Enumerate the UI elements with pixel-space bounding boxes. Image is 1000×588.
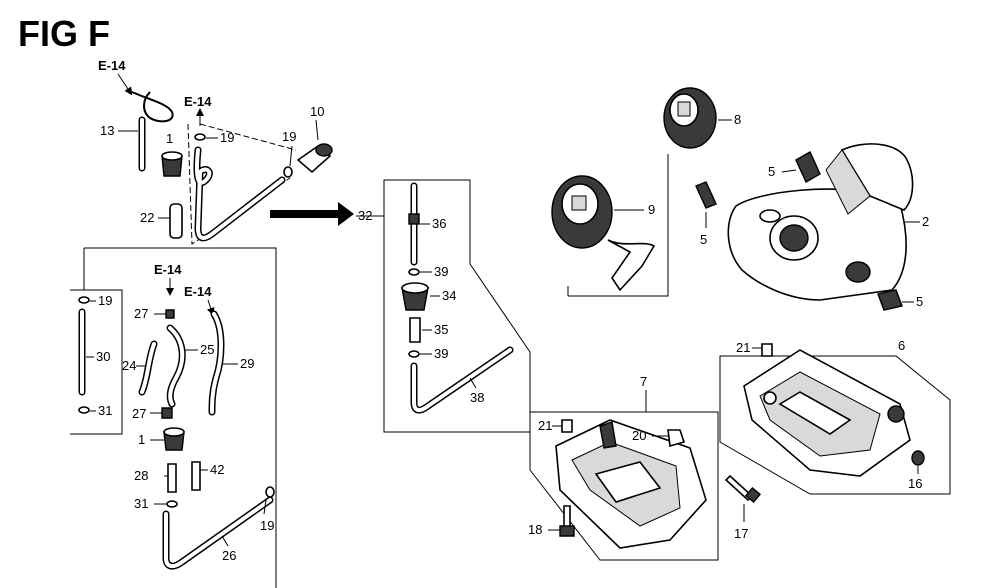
figure-title: FIG F	[18, 13, 110, 54]
callout-20: 20	[632, 428, 646, 443]
callout-8: 8	[734, 112, 741, 127]
callout-5-a: 5	[768, 164, 775, 179]
callout-6: 6	[898, 338, 905, 353]
ref-e14-d: E-14	[184, 284, 212, 299]
fuel-pickup-assembly: 32 36 39 34 35 39 38	[356, 179, 531, 433]
callout-36: 36	[432, 216, 446, 231]
base-plate-group: 7 21 20 17 18	[528, 374, 762, 561]
assembly-arrow	[270, 202, 354, 226]
callout-2: 2	[922, 214, 929, 229]
ref-e14-a: E-14	[98, 58, 126, 73]
callout-32: 32	[358, 208, 372, 223]
callout-28: 28	[134, 468, 148, 483]
fuel-line-group-top: E-14 E-14 13 1 22 19 19 10	[98, 58, 333, 245]
callout-9: 9	[648, 202, 655, 217]
callout-21-a: 21	[736, 340, 750, 355]
callout-30: 30	[96, 349, 110, 364]
fuel-tank-group: 2 5 5 5	[695, 143, 929, 311]
fuel-line-group-lower: 19 30 31 E-14 E-14 27 27 24 25 29	[70, 247, 277, 588]
callout-16: 16	[908, 476, 922, 491]
callout-34: 34	[442, 288, 456, 303]
callout-22: 22	[140, 210, 154, 225]
callout-5-b: 5	[700, 232, 707, 247]
callout-10: 10	[310, 104, 324, 119]
callout-29: 29	[240, 356, 254, 371]
callout-21-b: 21	[538, 418, 552, 433]
callout-38: 38	[470, 390, 484, 405]
fuel-cap-group: 8 9	[551, 87, 741, 297]
callout-42: 42	[210, 462, 224, 477]
callout-18: 18	[528, 522, 542, 537]
callout-24: 24	[122, 358, 136, 373]
callout-27-b: 27	[132, 406, 146, 421]
callout-31-b: 31	[134, 496, 148, 511]
callout-39-a: 39	[434, 264, 448, 279]
callout-39-b: 39	[434, 346, 448, 361]
callout-31-a: 31	[98, 403, 112, 418]
callout-27-a: 27	[134, 306, 148, 321]
callout-13: 13	[100, 123, 114, 138]
callout-35: 35	[434, 322, 448, 337]
callout-19-d: 19	[260, 518, 274, 533]
callout-17: 17	[734, 526, 748, 541]
ref-e14-c: E-14	[154, 262, 182, 277]
callout-19-c: 19	[98, 293, 112, 308]
callout-1-lower: 1	[138, 432, 145, 447]
callout-19-b: 19	[282, 129, 296, 144]
tank-bracket-group: 6 21 16	[719, 338, 951, 495]
callout-25: 25	[200, 342, 214, 357]
ref-e14-b: E-14	[184, 94, 212, 109]
callout-5-c: 5	[916, 294, 923, 309]
callout-19-a: 19	[220, 130, 234, 145]
callout-7: 7	[640, 374, 647, 389]
callout-26: 26	[222, 548, 236, 563]
callout-1-top: 1	[166, 131, 173, 146]
